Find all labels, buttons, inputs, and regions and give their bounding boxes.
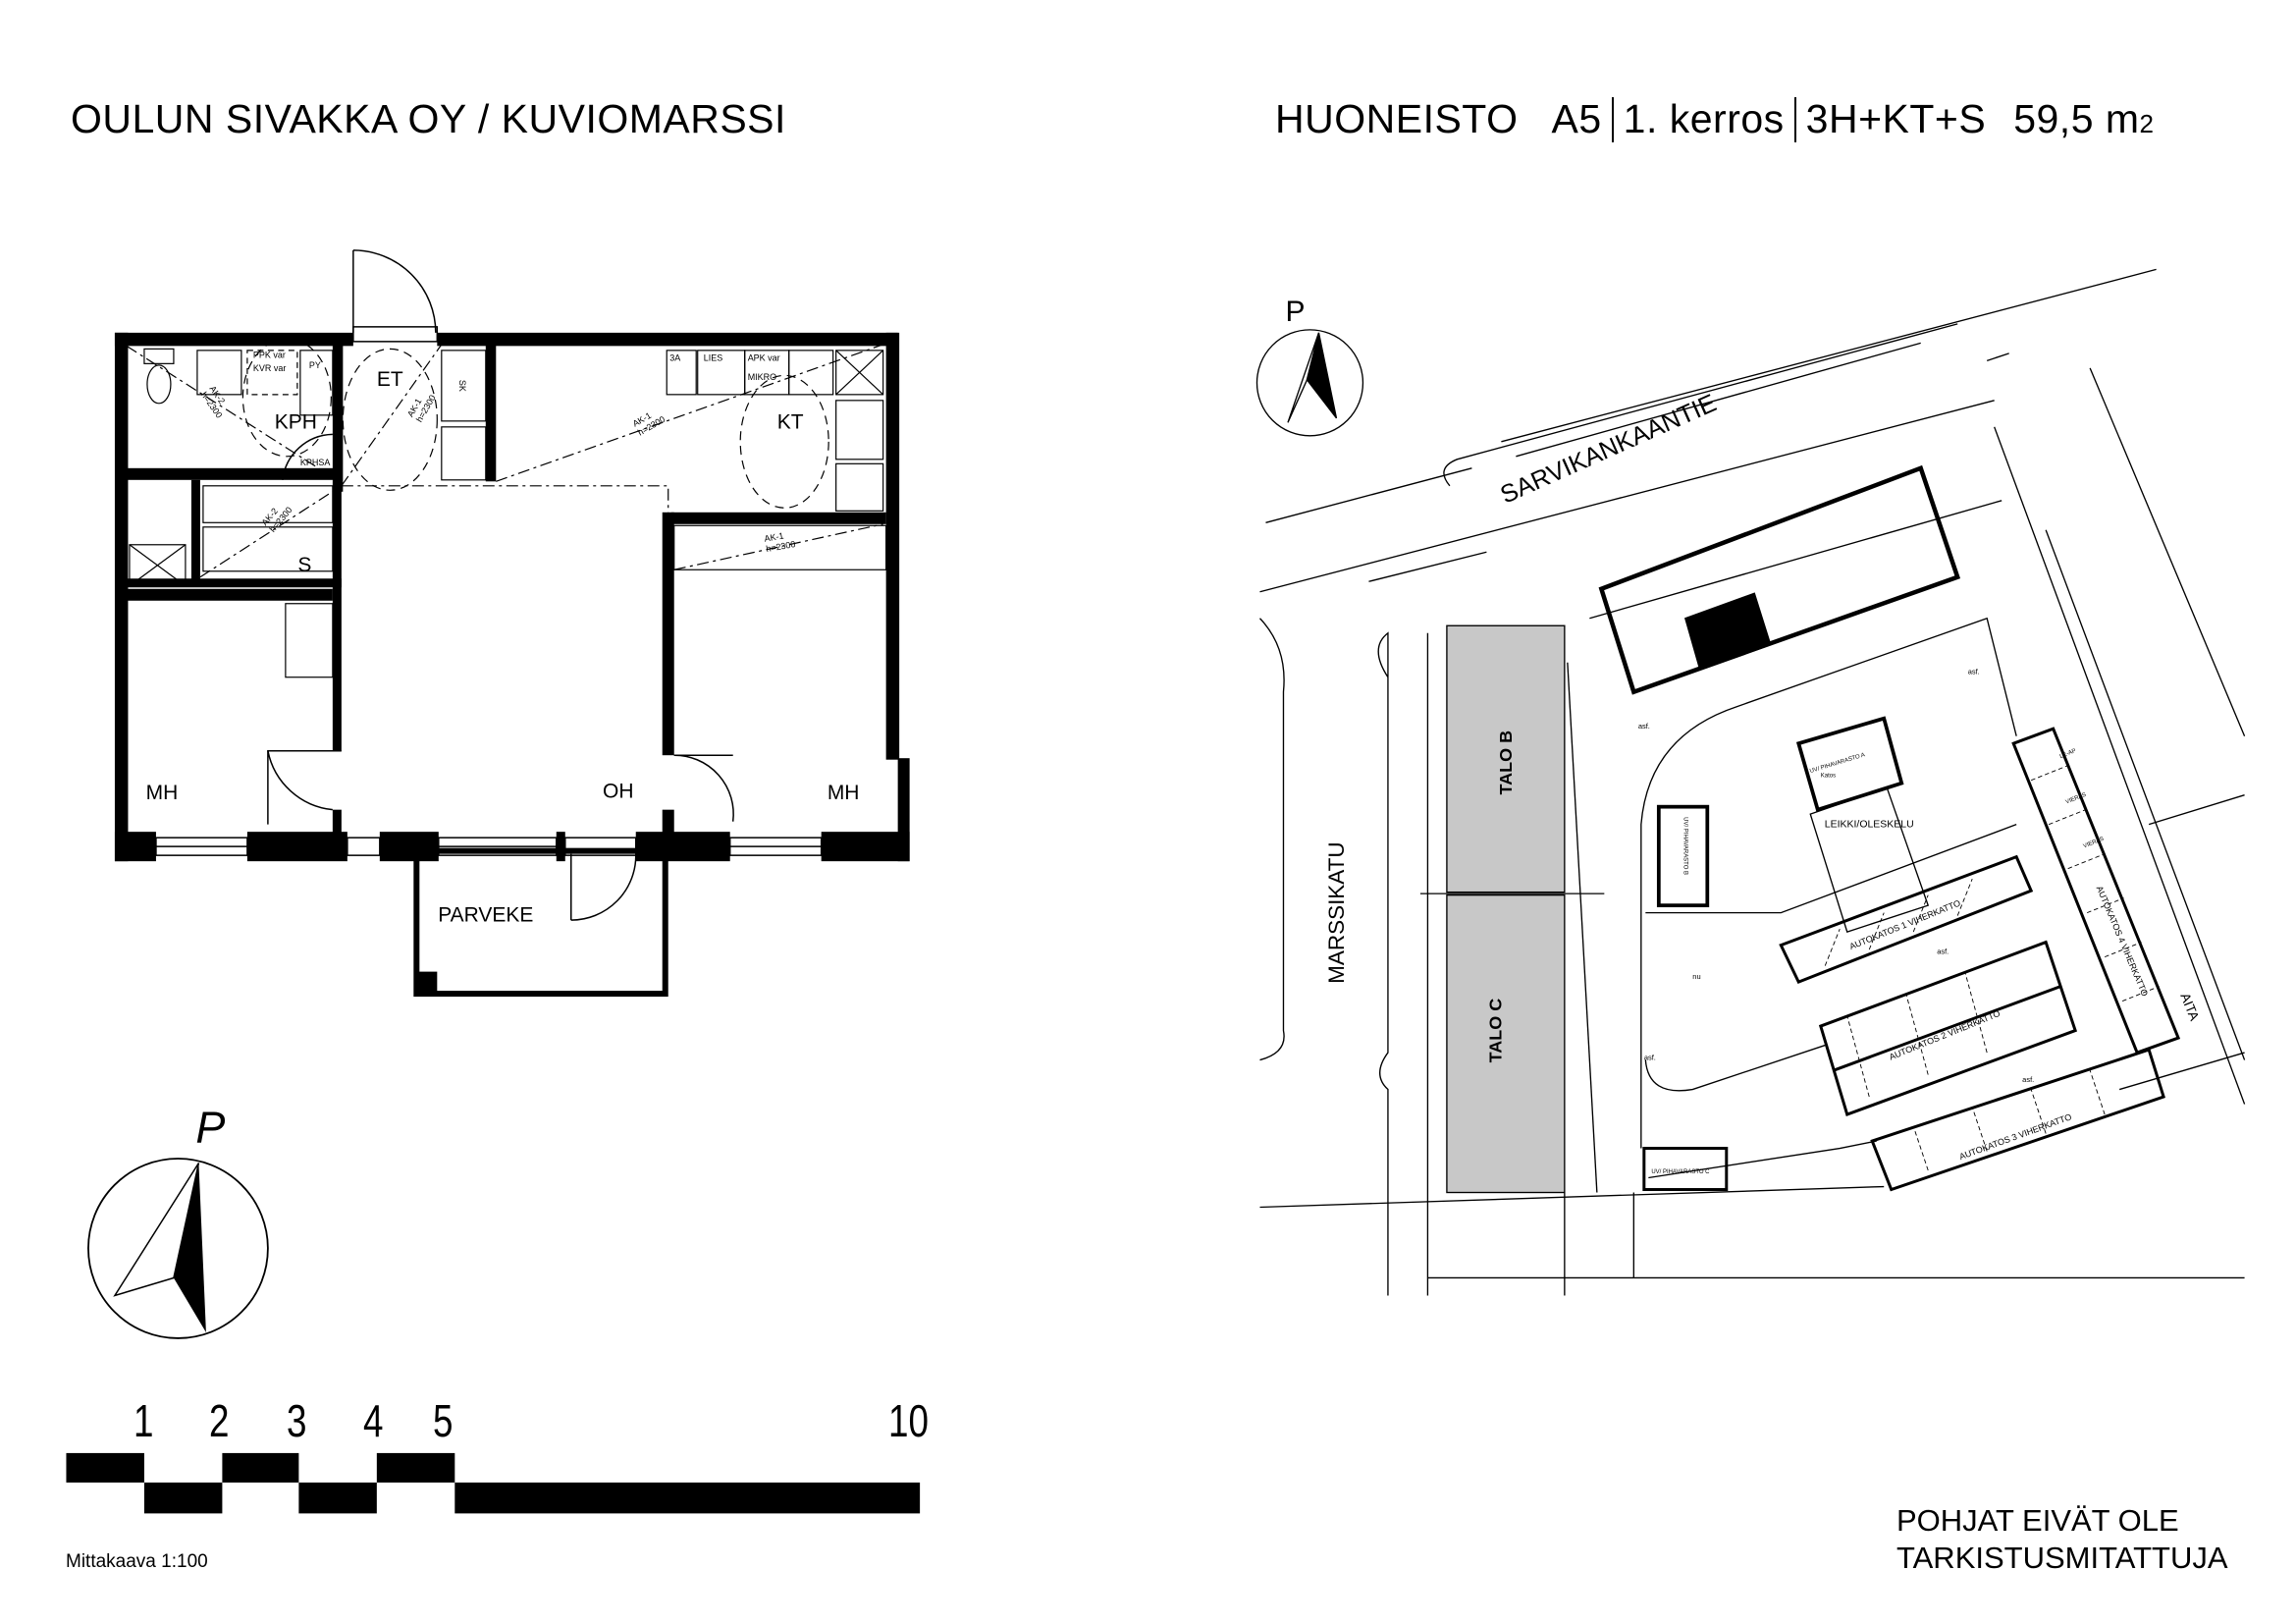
label-ak1: AK-1 [764,530,784,543]
talo-b [1446,624,1566,893]
walls [114,332,910,862]
asf-label: asf. [2022,1075,2034,1084]
nu-label: nu [1692,972,1700,981]
storage-b-label: UV/ PIHAVARASTO B [1682,817,1687,875]
fixtures [129,338,887,678]
asf-label: asf. [1937,947,1949,956]
carport-1 [1779,854,2034,985]
disclaimer-note: POHJAT EIVÄT OLE TARKISTUSMITATTUJA [1896,1502,2228,1577]
carport-2-label: AUTOKATOS 2 VIHERKATTO [1888,1008,2002,1062]
project-title: OULUN SIVAKKA OY / KUVIOMARSSI [71,96,786,141]
label-kphsa: KPHSA [300,458,330,467]
asf-label: asf. [1644,1054,1656,1062]
label-py: PY [309,360,321,370]
north-arrow-site: P [1255,296,1364,437]
building-a [1598,464,1961,695]
doors [267,249,734,921]
area-label: 59,5 m [2013,96,2140,141]
room-kt: KT [777,410,804,433]
fence-label: AITA [2177,991,2202,1022]
scale-label-10: 10 [888,1395,929,1446]
storage-a [1795,716,1904,813]
divider [1793,96,1796,142]
label-lies: LIES [704,352,722,362]
ceiling-lines [126,344,883,578]
room-mh-right: MH [828,782,860,804]
label-sk: SK [457,380,467,392]
scale-label-4: 4 [363,1395,384,1446]
room-kph: KPH [275,410,317,433]
scale-bar [66,1452,921,1514]
floor-label: 1. kerros [1623,96,1785,141]
street-sarvikankaantie: SARVIKANKAANTIE [1496,389,1720,509]
divider [1611,96,1614,142]
apartment-label: HUONEISTO [1275,96,1519,141]
talo-b-label: TALO B [1496,731,1516,795]
floor-plan: ET KPH KT S MH OH MH PARVEKE PPK var KVR… [114,249,910,998]
katos-label: Katos [1821,774,1836,780]
room-mh-left: MH [146,782,179,804]
talo-c [1446,893,1566,1194]
note-line-2: TARKISTUSMITATTUJA [1896,1541,2228,1575]
layout-label: 3H+KT+S [1805,96,1987,141]
site-plan: P [1255,268,2246,1296]
carport-4 [2011,727,2181,1055]
room-parveke: PARVEKE [438,904,533,927]
note-line-1: POHJAT EIVÄT OLE [1896,1503,2179,1538]
balcony [413,847,668,998]
scale-label-1: 1 [133,1395,154,1446]
carport-3 [1870,1048,2165,1192]
storage-c [1642,1147,1729,1192]
label-mikro: MIKRO [748,372,776,382]
north-arrow-floorplan: P [87,1103,269,1339]
stairwell [1683,592,1772,672]
carport-3-label: AUTOKATOS 3 VIHERKATTO [1958,1111,2073,1162]
label-apk: APK var [748,352,780,362]
area-superscript: 2 [2139,109,2155,138]
storage-c-label: UV/ PIHAVARASTO C [1651,1169,1710,1175]
scale-label-2: 2 [209,1395,230,1446]
storage-b [1656,804,1710,908]
north-label: P [195,1103,225,1153]
windows [155,326,823,856]
leikki-label: LEIKKI/OLESKELU [1825,820,1914,831]
scale-caption: Mittakaava 1:100 [66,1551,208,1572]
storage-a-label: UV/ PIHAVARASTO A [1809,752,1866,775]
room-s: S [297,554,311,576]
label-kvr: KVR var [253,363,286,373]
asf-label: asf. [1638,722,1650,731]
talo-c-label: TALO C [1485,999,1505,1063]
label-ppk: PPK var [253,350,286,359]
scale-label-3: 3 [287,1395,307,1446]
street-marssikatu: MARSSIKATU [1324,841,1349,984]
room-oh: OH [603,781,633,803]
apartment-id: A5 [1551,96,1602,141]
label-3a: 3A [669,352,680,362]
room-et: ET [377,368,403,391]
north-label: P [1285,296,1305,328]
asf-label: asf. [1968,668,1980,677]
scale-label-5: 5 [433,1395,454,1446]
carport-2 [1818,940,2078,1117]
room-labels: ET KPH KT S MH OH MH PARVEKE [146,368,860,927]
